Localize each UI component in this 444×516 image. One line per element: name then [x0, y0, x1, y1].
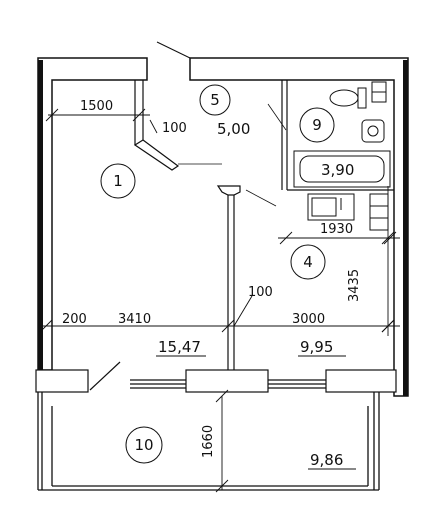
- svg-text:10: 10: [134, 436, 153, 454]
- dim-3000: 3000: [292, 312, 325, 327]
- bathtub-icon: [293, 150, 391, 188]
- svg-text:4: 4: [303, 253, 313, 271]
- dim-100-top: 100: [162, 121, 187, 136]
- dim-1660: 1660: [201, 425, 216, 458]
- room-marker-4: 4: [290, 244, 326, 280]
- entrance-line: [156, 41, 191, 59]
- room-marker-1: 1: [100, 163, 136, 199]
- dim-200: 200: [62, 312, 87, 327]
- toilet-icon: [329, 87, 367, 109]
- shelf-icon: [371, 81, 387, 103]
- room-marker-10: 10: [125, 426, 163, 464]
- stove-icon: [369, 193, 389, 231]
- area-room-5: 5,00: [217, 120, 250, 138]
- svg-text:5: 5: [210, 91, 220, 109]
- window-wall: [35, 361, 397, 393]
- room-marker-9: 9: [299, 107, 335, 143]
- dim-1930: 1930: [320, 222, 353, 237]
- dim-100-mid: 100: [248, 285, 273, 300]
- dim-3410: 3410: [118, 312, 151, 327]
- sink-icon: [361, 119, 385, 143]
- area-room-10: 9,86: [310, 451, 343, 469]
- room-marker-5: 5: [199, 84, 231, 116]
- area-room-9: 3,90: [321, 161, 354, 179]
- area-room-4: 9,95: [300, 338, 333, 356]
- dimension-lines: [38, 108, 400, 493]
- svg-text:1: 1: [113, 172, 123, 190]
- dim-1500: 1500: [80, 99, 113, 114]
- door-swings: [178, 103, 287, 207]
- kitchen-sink-icon: [307, 193, 355, 221]
- dim-3435: 3435: [347, 269, 362, 302]
- right-wall-edge: [403, 60, 408, 396]
- left-wall-edge: [38, 60, 43, 370]
- balcony: [37, 392, 380, 491]
- partitions: [133, 80, 394, 370]
- svg-text:9: 9: [312, 116, 322, 134]
- area-room-1: 15,47: [158, 338, 201, 356]
